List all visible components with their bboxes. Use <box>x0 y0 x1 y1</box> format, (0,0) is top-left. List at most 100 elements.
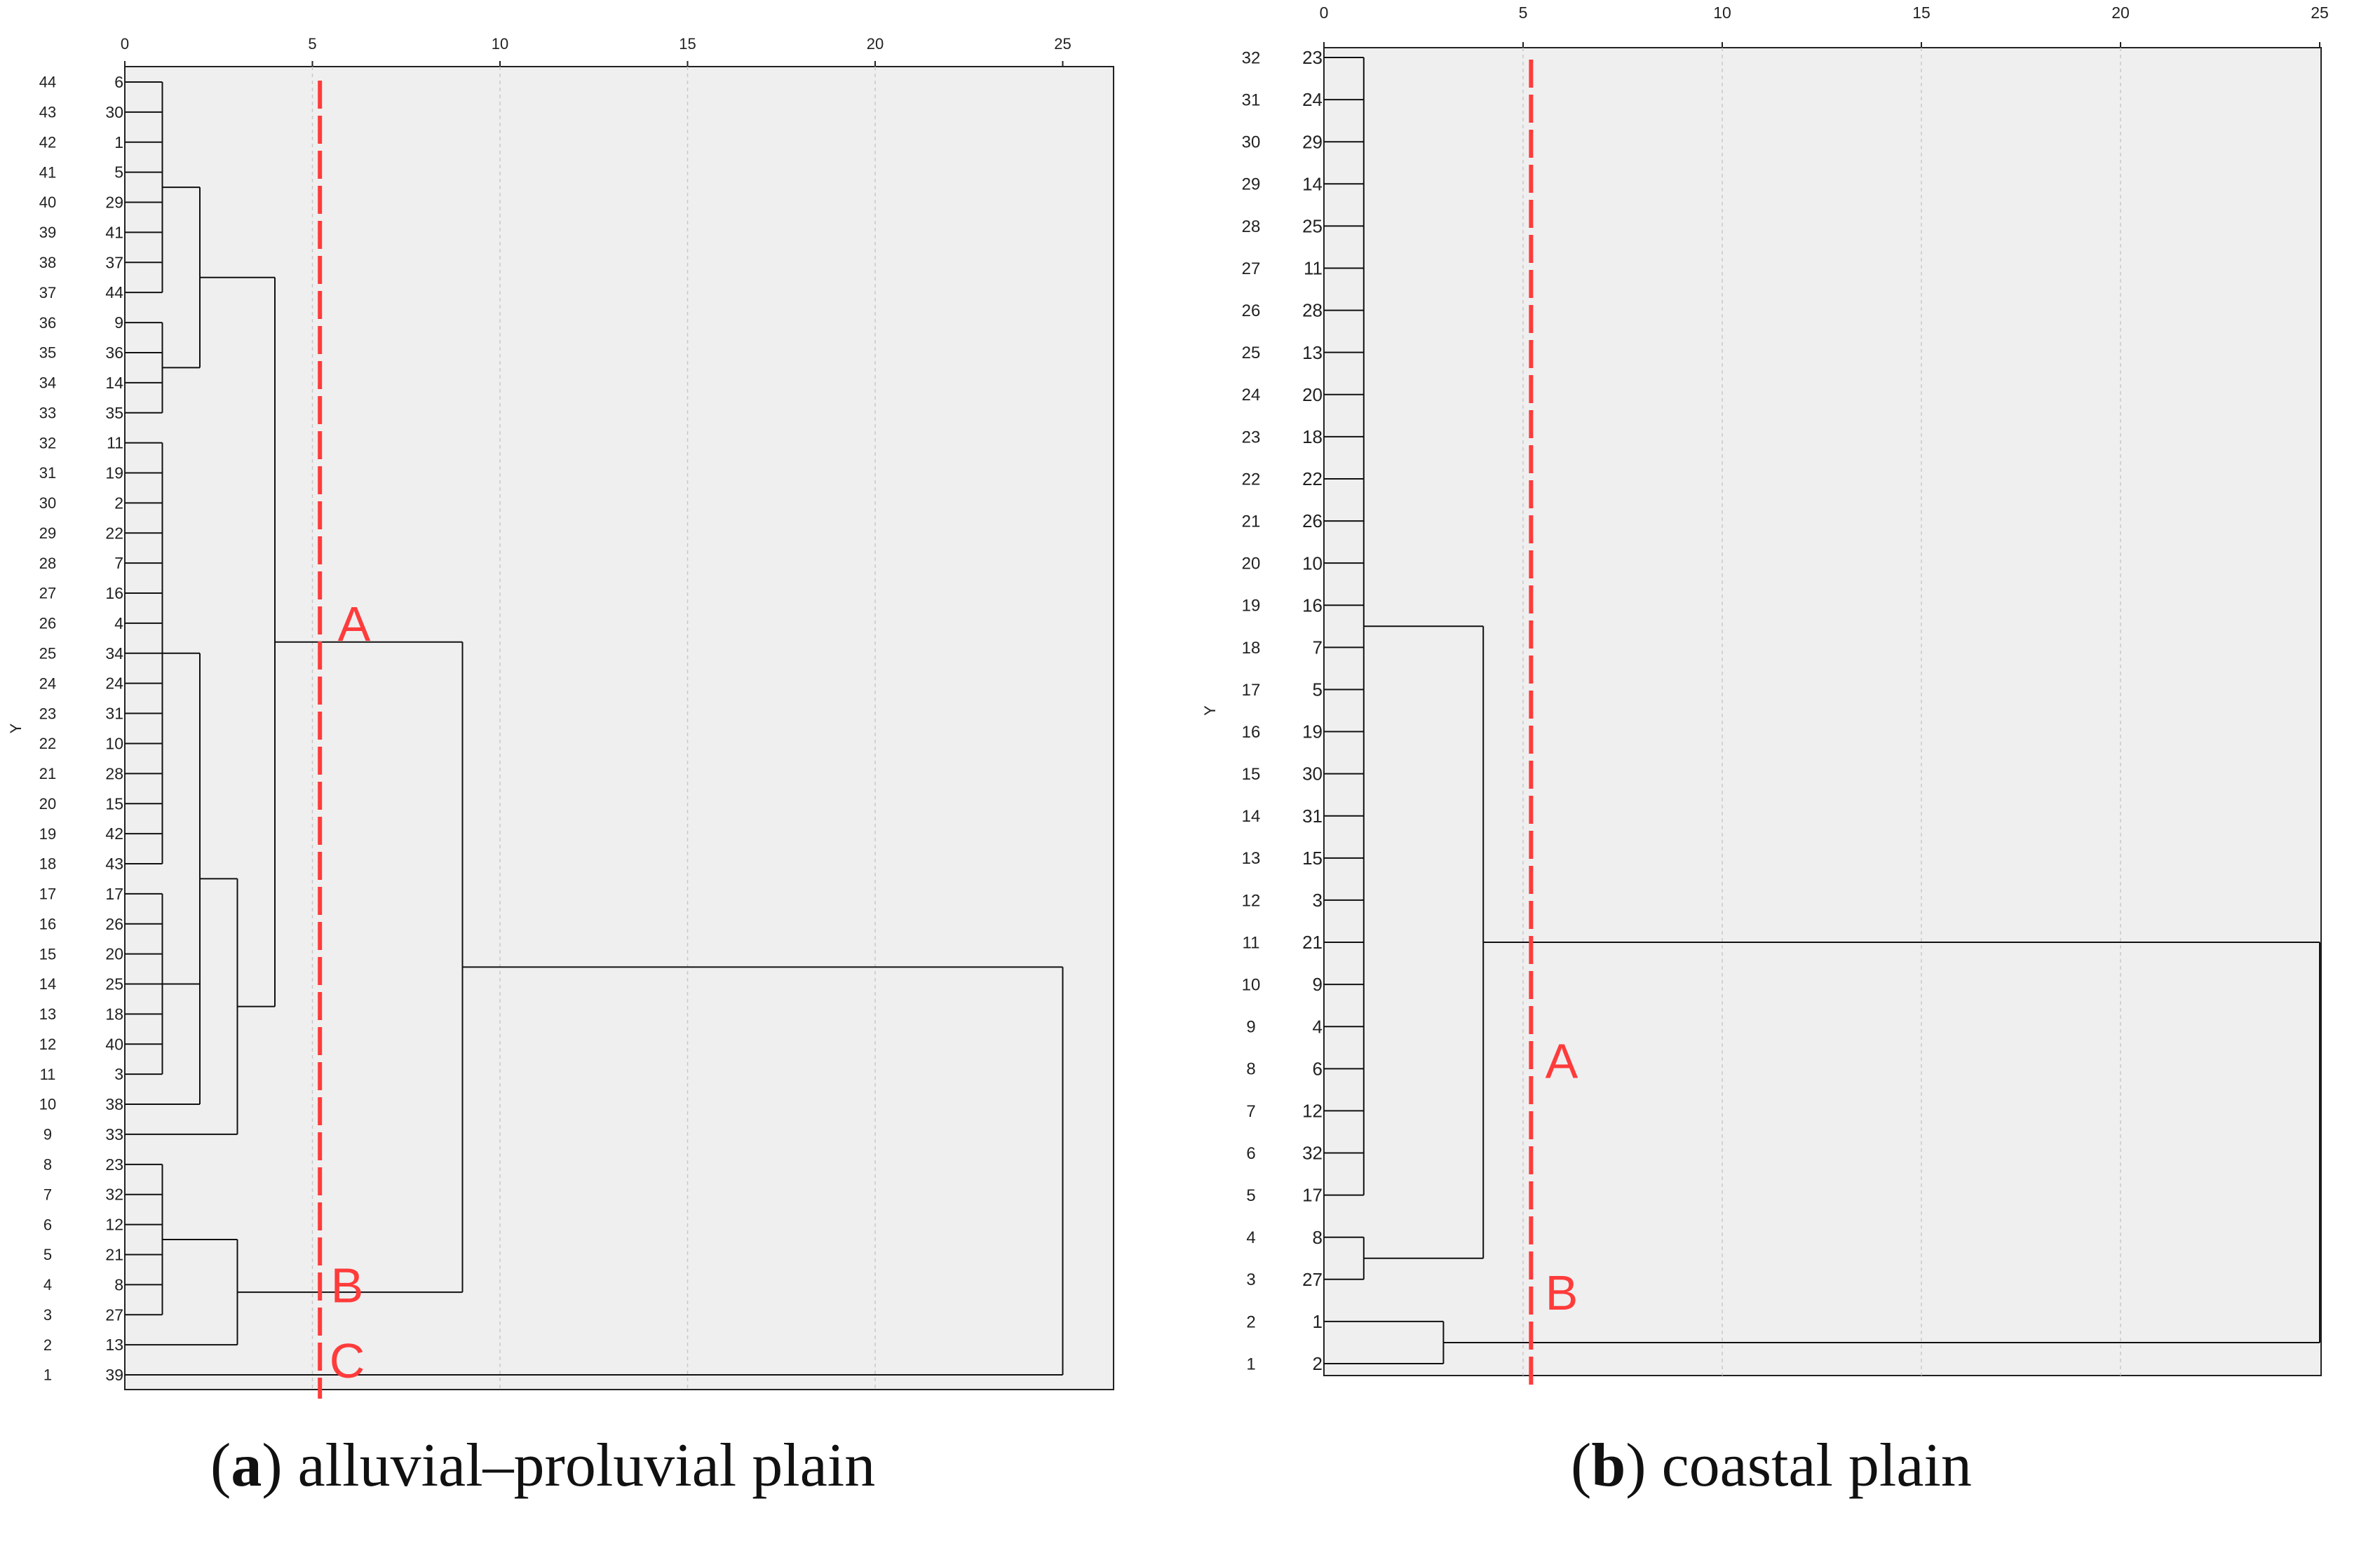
d0-row-index-label: 4 <box>43 1276 52 1294</box>
d1-leaf-label: 1 <box>1313 1311 1323 1332</box>
d0-row-index-label: 10 <box>39 1096 56 1113</box>
d0-leaf-label: 20 <box>105 945 123 963</box>
d0-leaf-label: 19 <box>105 464 123 482</box>
d1-row-index-label: 12 <box>1242 891 1261 910</box>
d1-leaf-label: 6 <box>1313 1058 1323 1079</box>
d0-x-tick-label: 0 <box>121 35 129 53</box>
d0-row-index-label: 23 <box>39 705 56 722</box>
d1-row-index-label: 23 <box>1242 428 1261 447</box>
d0-row-index-label: 43 <box>39 104 56 121</box>
d0-leaf-label: 17 <box>105 885 123 903</box>
d1-row-index-label: 30 <box>1242 133 1261 152</box>
d0-row-index-label: 22 <box>39 735 56 752</box>
d0-row-index-label: 39 <box>39 224 56 241</box>
d0-leaf-label: 7 <box>114 554 123 572</box>
d1-cluster-marker-a: A <box>1546 1034 1578 1089</box>
d1-leaf-label: 31 <box>1302 806 1323 827</box>
d0-row-index-label: 20 <box>39 795 56 813</box>
d0-row-index-label: 2 <box>43 1336 52 1354</box>
d0-leaf-label: 10 <box>105 734 123 752</box>
d1-leaf-label: 5 <box>1313 679 1323 700</box>
d1-row-index-label: 22 <box>1242 470 1261 489</box>
d0-leaf-label: 13 <box>105 1336 123 1354</box>
d0-leaf-label: 30 <box>105 103 123 121</box>
d1-leaf-label: 15 <box>1302 848 1323 869</box>
d0-leaf-label: 16 <box>105 584 123 602</box>
d1-leaf-label: 28 <box>1302 300 1323 321</box>
d0-row-index-label: 14 <box>39 975 56 993</box>
d0-leaf-label: 43 <box>105 855 123 873</box>
d0-row-index-label: 5 <box>43 1246 52 1263</box>
d1-leaf-label: 18 <box>1302 426 1323 447</box>
d1-row-index-label: 2 <box>1246 1312 1255 1331</box>
d0-row-index-label: 27 <box>39 585 56 602</box>
d1-row-index-label: 14 <box>1242 807 1261 826</box>
d1-x-tick-label: 10 <box>1713 4 1731 22</box>
d1-leaf-label: 26 <box>1302 510 1323 531</box>
d1-x-tick-label: 5 <box>1519 4 1528 22</box>
d1-row-index-label: 9 <box>1246 1018 1255 1037</box>
d0-row-index-label: 12 <box>39 1036 56 1053</box>
d0-x-tick-label: 20 <box>867 35 884 53</box>
d0-plot-area <box>124 66 1114 1390</box>
d0-row-index-label: 17 <box>39 885 56 903</box>
d0-row-index-label: 34 <box>39 374 56 392</box>
d0-row-index-label: 40 <box>39 194 56 211</box>
d1-row-index-label: 17 <box>1242 681 1261 700</box>
d1-row-index-label: 32 <box>1242 48 1261 67</box>
d0-leaf-label: 15 <box>105 794 123 813</box>
d0-row-index-label: 11 <box>40 1066 56 1083</box>
d1-row-index-label: 25 <box>1242 344 1261 362</box>
d1-leaf-label: 19 <box>1302 721 1323 742</box>
d1-leaf-label: 10 <box>1302 552 1323 573</box>
d0-row-index-label: 1 <box>43 1366 52 1384</box>
d0-leaf-label: 37 <box>105 253 123 271</box>
d0-row-index-label: 30 <box>39 494 56 512</box>
caption-b: (b) coastal plain <box>1571 1430 1972 1501</box>
d1-x-tick-label: 15 <box>1912 4 1931 22</box>
d0-row-index-label: 33 <box>39 404 56 421</box>
d0-row-index-label: 28 <box>39 555 56 572</box>
d0-cluster-marker-c: C <box>330 1333 365 1388</box>
d0-leaf-label: 8 <box>114 1275 123 1294</box>
d0-leaf-label: 25 <box>105 975 123 993</box>
d1-plot-area <box>1323 47 2322 1376</box>
d0-leaf-label: 21 <box>105 1246 123 1264</box>
caption-a: (a) alluvial–proluvial plain <box>210 1430 875 1501</box>
d1-leaf-label: 13 <box>1302 342 1323 363</box>
d1-row-index-label: 15 <box>1242 765 1261 784</box>
d0-leaf-label: 29 <box>105 194 123 212</box>
d0-leaf-label: 38 <box>105 1095 123 1113</box>
d1-row-index-label: 28 <box>1242 217 1261 236</box>
d1-row-index-label: 27 <box>1242 259 1261 278</box>
d1-leaf-label: 11 <box>1304 258 1323 279</box>
d0-row-index-label: 7 <box>43 1186 52 1203</box>
d0-row-index-label: 42 <box>39 133 56 151</box>
d0-row-index-label: 9 <box>43 1126 52 1143</box>
d0-leaf-label: 6 <box>114 73 123 91</box>
d1-leaf-label: 22 <box>1302 468 1323 489</box>
d1-row-index-label: 8 <box>1246 1060 1255 1079</box>
d0-row-index-label: 21 <box>39 765 56 782</box>
caption-a-open: ( <box>210 1432 231 1500</box>
d0-leaf-label: 24 <box>105 674 123 693</box>
caption-b-close: ) <box>1625 1432 1647 1500</box>
d0-row-index-label: 3 <box>43 1306 52 1324</box>
d1-row-index-label: 18 <box>1242 639 1261 658</box>
d0-row-index-label: 18 <box>39 855 56 873</box>
d1-leaf-label: 16 <box>1302 595 1323 616</box>
d0-leaf-label: 1 <box>114 133 123 151</box>
d0-leaf-label: 3 <box>114 1065 123 1083</box>
d0-leaf-label: 39 <box>105 1366 123 1384</box>
caption-a-close: ) <box>262 1432 283 1500</box>
d1-leaf-label: 27 <box>1302 1269 1323 1290</box>
d1-leaf-label: 2 <box>1313 1353 1323 1374</box>
caption-b-letter: b <box>1591 1432 1626 1500</box>
d0-row-index-label: 41 <box>39 163 56 181</box>
d1-row-index-label: 7 <box>1246 1102 1255 1121</box>
d1-row-index-label: 26 <box>1242 301 1261 320</box>
d0-leaf-label: 33 <box>105 1125 123 1143</box>
d0-leaf-label: 18 <box>105 1005 123 1023</box>
d0-row-index-label: 29 <box>39 524 56 542</box>
